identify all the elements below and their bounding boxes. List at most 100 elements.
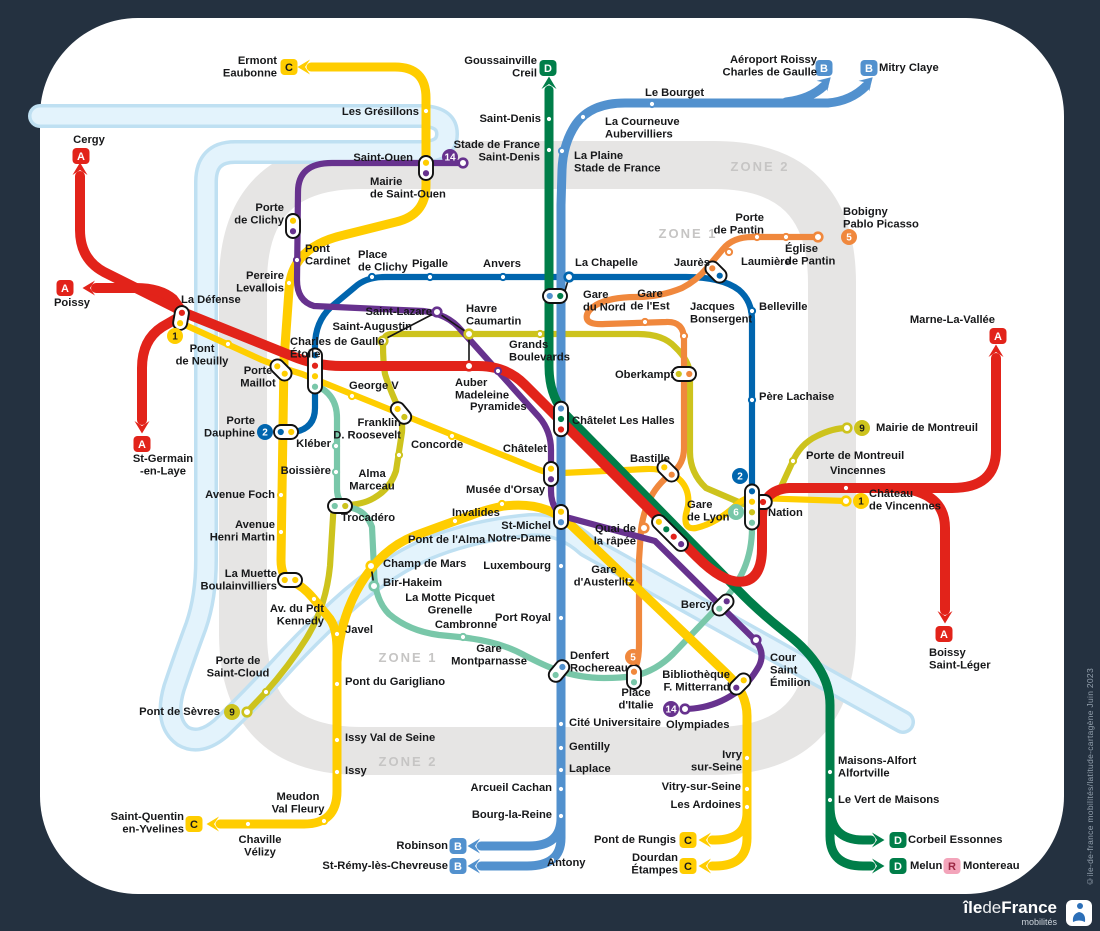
badge-text: C (285, 62, 293, 74)
station-label: Marne-La-Vallée (910, 314, 995, 326)
zone-label: ZONE 1 (659, 226, 718, 241)
badge-D: D (889, 858, 907, 874)
badge-text: 6 (733, 508, 739, 519)
station-dot (557, 146, 567, 156)
interchange-pill (418, 155, 434, 181)
badge-box (935, 626, 953, 642)
brand-france: France (1001, 897, 1057, 917)
pill-line-dot (557, 405, 565, 412)
station-dot (556, 811, 566, 821)
station-label: Laumière (741, 256, 791, 268)
station-label: Porte de Montreuil (806, 450, 904, 462)
station-label: St-Rémy-lès-Chevreuse (322, 860, 448, 872)
brand-de: de (982, 897, 1002, 917)
station-ring (463, 328, 475, 340)
pill-line-dot (655, 518, 662, 525)
station-ring (431, 306, 443, 318)
pill-body (327, 498, 353, 514)
line-rer-a-stgermain-branch (137, 311, 186, 425)
station-label: Boissière (281, 465, 331, 477)
station-dot (319, 816, 329, 826)
pill-body (626, 664, 642, 690)
station-label: Pyramides (470, 401, 527, 413)
station-label: Gentilly (569, 741, 611, 753)
pill-line-dot (401, 413, 408, 421)
badge-box (133, 436, 151, 452)
terminus-arrow (698, 832, 711, 848)
terminus-arrow (988, 344, 1004, 357)
badge-box (72, 148, 90, 164)
badge-text: 9 (229, 708, 235, 719)
pill-line-dot (274, 363, 281, 370)
badge-box (56, 280, 74, 296)
pill-line-dot (716, 605, 723, 612)
station-dot (752, 232, 762, 242)
station-label: Vincennes (830, 465, 886, 477)
station-label: Saint-Lazare (365, 306, 432, 318)
station-ring (750, 634, 762, 646)
pill-line-dot (281, 370, 288, 377)
station-label: Concorde (411, 439, 463, 451)
station-dot (332, 679, 342, 689)
pill-line-dot (559, 663, 566, 671)
station-label: Montereau (963, 860, 1020, 872)
pill-line-dot (748, 498, 756, 505)
badge-A: A (935, 626, 953, 642)
station-dot (331, 467, 341, 477)
pill-line-dot (740, 677, 747, 684)
station-ring (638, 522, 650, 534)
pill-line-dot (547, 465, 555, 472)
interchange-pill (651, 514, 689, 552)
station-label: Châtelet (503, 443, 547, 455)
station-dot (276, 490, 286, 500)
badge-text: 14 (665, 705, 677, 716)
badge-5: 5 (625, 649, 641, 665)
station-ring (368, 580, 380, 592)
pill-line-dot (557, 426, 565, 433)
station-dot (747, 395, 757, 405)
badge-box (989, 328, 1007, 344)
pill-line-dot (292, 576, 299, 584)
station-dot (742, 802, 752, 812)
station-label: Saint-Augustin (332, 321, 412, 333)
pill-line-dot (630, 679, 638, 686)
station-label: Champ de Mars (383, 558, 466, 570)
badge-disc (853, 493, 869, 509)
station-label: Jaurès (674, 257, 710, 269)
terminus-arrow (816, 77, 831, 92)
station-label: Le Bourget (645, 87, 704, 99)
badge-disc (442, 149, 458, 165)
station-connector (382, 311, 438, 341)
interchange-pill (656, 459, 680, 483)
station-ring (812, 231, 824, 243)
station-ring (840, 495, 852, 507)
pill-line-dot (311, 362, 319, 369)
station-connector (436, 311, 470, 335)
station-dot (825, 767, 835, 777)
station-dots (223, 99, 851, 865)
pill-line-dot (281, 576, 288, 584)
line-metro-2-path (291, 273, 756, 494)
badge-1: 1 (853, 493, 869, 509)
station-label: Les Grésillons (342, 106, 419, 118)
station-label: Mitry Claye (879, 62, 939, 74)
pill-line-dot (331, 502, 338, 510)
